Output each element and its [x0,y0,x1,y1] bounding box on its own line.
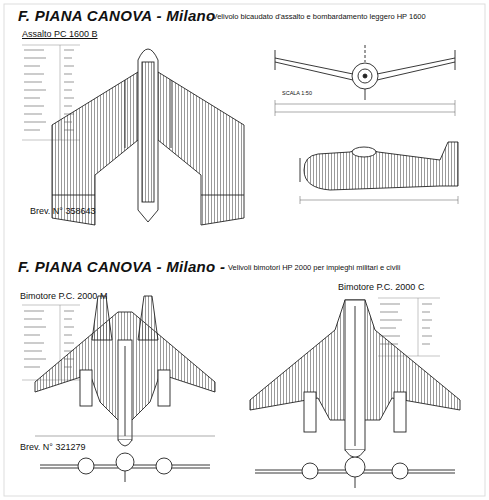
patent-number: Brev. N° 321279 [20,443,85,453]
header-subtitle: - Velivolo bicaudato d'assalto e bombard… [208,13,426,21]
header-subtitle: Velivoli bimotori HP 2000 per impieghi m… [228,264,400,272]
patent-number: Brev. N° 358643 [30,207,95,217]
header-title: F. PIANA CANOVA - Milano [18,8,215,25]
scale-note: SCALA 1:50 [282,90,312,96]
model-name: Bimotore P.C. 2000 C [338,283,424,293]
model-name: Bimotore P.C. 2000 M [20,292,107,302]
header-title: F. PIANA CANOVA - Milano - [18,259,225,276]
model-name: Assalto PC 1600 B [22,30,98,40]
